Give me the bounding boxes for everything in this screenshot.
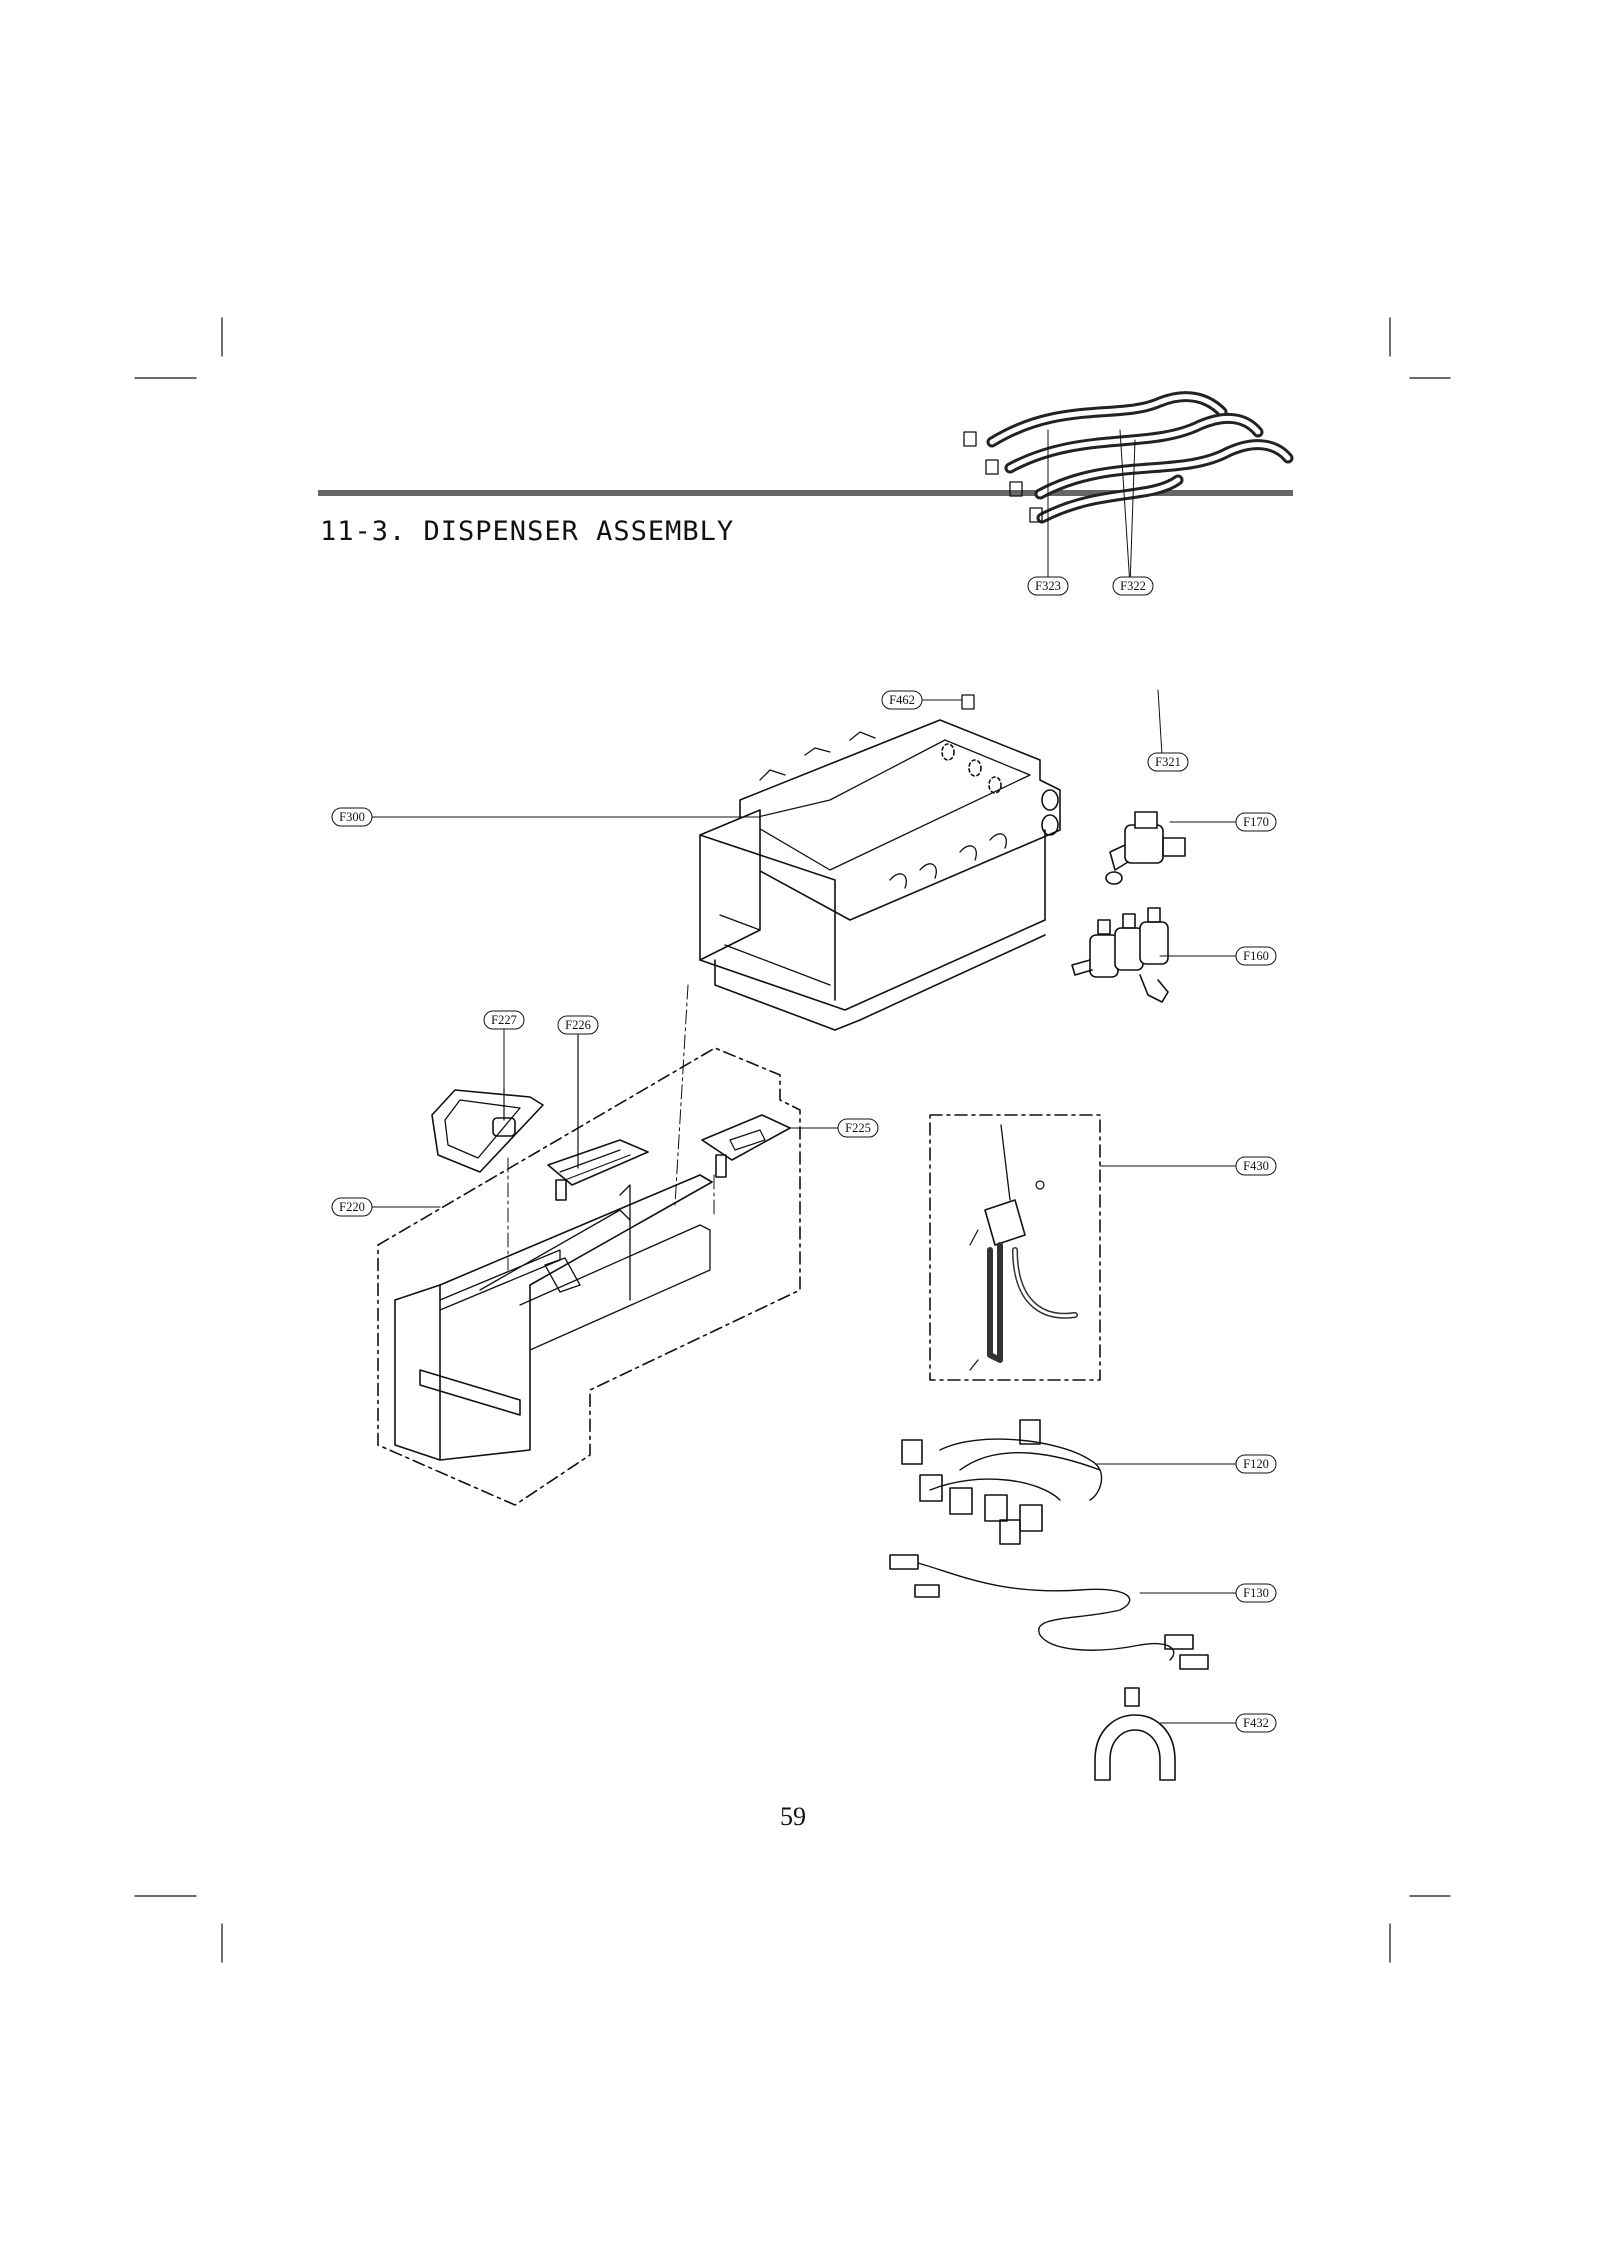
svg-text:F227: F227 — [491, 1013, 517, 1027]
water-valve-triple — [1071, 907, 1169, 1003]
svg-text:F170: F170 — [1243, 815, 1269, 829]
svg-text:F130: F130 — [1243, 1586, 1269, 1600]
callout-F323: F323 — [1027, 576, 1069, 596]
svg-text:F462: F462 — [889, 693, 915, 707]
dispenser-housing — [699, 719, 1061, 1031]
section-title: 11-3. DISPENSER ASSEMBLY — [320, 516, 735, 547]
callout-F226: F226 — [557, 1015, 599, 1035]
callout-F462: F462 — [881, 690, 923, 710]
crop-marks — [134, 317, 1451, 1963]
softener-cap — [431, 1087, 544, 1173]
svg-text:F120: F120 — [1243, 1457, 1269, 1471]
hose-set — [986, 391, 1294, 524]
callout-F227: F227 — [483, 1010, 525, 1030]
hose-clamp-set — [961, 431, 1043, 710]
svg-text:F300: F300 — [339, 810, 365, 824]
svg-text:F323: F323 — [1035, 579, 1061, 593]
callout-F170: F170 — [1235, 812, 1277, 832]
callout-F321: F321 — [1147, 752, 1189, 772]
callout-F120: F120 — [1235, 1454, 1277, 1474]
leader-lines — [371, 429, 1237, 1724]
svg-text:F430: F430 — [1243, 1159, 1269, 1173]
drawer-cap — [701, 1114, 791, 1178]
vent-hose-group — [929, 1114, 1101, 1381]
connection-lines — [507, 984, 715, 1271]
wire-harness — [901, 1419, 1103, 1545]
callout-F322: F322 — [1112, 576, 1154, 596]
callout-F432: F432 — [1235, 1713, 1277, 1733]
page-number: 59 — [780, 1802, 806, 1831]
svg-text:F225: F225 — [845, 1121, 871, 1135]
callout-F300: F300 — [331, 807, 373, 827]
callout-F220: F220 — [331, 1197, 373, 1217]
svg-text:F220: F220 — [339, 1200, 365, 1214]
callout-bubbles: F323 F322 F462 F321 F300 F170 F160 F227 … — [331, 576, 1277, 1733]
svg-text:F321: F321 — [1155, 755, 1181, 769]
svg-text:F226: F226 — [565, 1018, 591, 1032]
hose-clip — [1094, 1687, 1176, 1781]
detergent-drawer-group — [377, 1047, 801, 1506]
callout-F430: F430 — [1235, 1156, 1277, 1176]
svg-text:F432: F432 — [1243, 1716, 1269, 1730]
header-rule — [318, 490, 1293, 496]
water-valve-single — [1105, 811, 1186, 885]
callout-F225: F225 — [837, 1118, 879, 1138]
callout-F160: F160 — [1235, 946, 1277, 966]
svg-text:F160: F160 — [1243, 949, 1269, 963]
siphon-cap — [547, 1024, 649, 1201]
sensor-harness — [889, 1554, 1209, 1670]
callout-F130: F130 — [1235, 1583, 1277, 1603]
svg-text:F322: F322 — [1120, 579, 1146, 593]
